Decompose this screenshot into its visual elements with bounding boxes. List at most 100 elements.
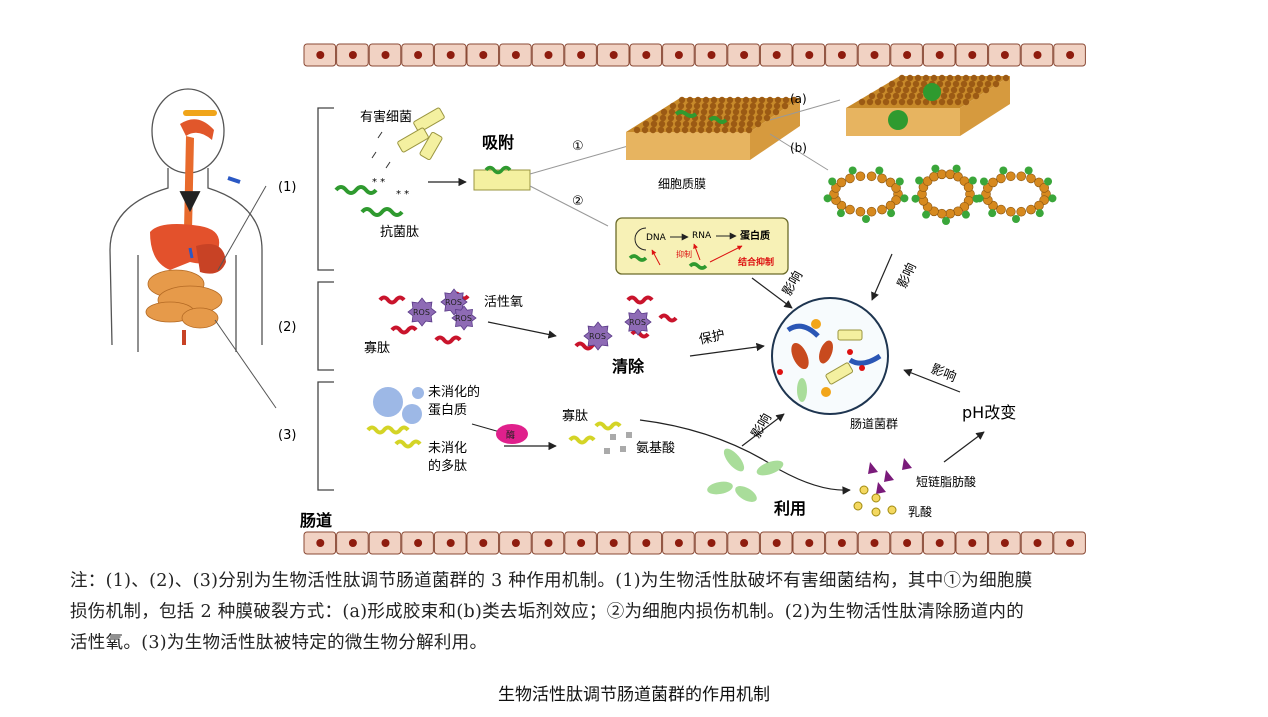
cell-nucleus: [740, 539, 749, 547]
intestine-label: 肠道: [300, 511, 332, 530]
cell-nucleus: [381, 539, 390, 547]
intracellular-damage-box: DNA RNA 蛋白质 抑制 结合抑制: [615, 217, 789, 275]
utilizing-bacteria-icon: [707, 448, 784, 502]
note-line: 损伤机制，包括 2 种膜破裂方式：(a)形成胶束和(b)类去垢剂效应；②为细胞内…: [70, 602, 1024, 622]
path-2-label: ②: [572, 194, 584, 209]
note-line: 注：(1)、(2)、(3)分别为生物活性肽调节肠道菌群的 3 种作用机制。(1)…: [70, 571, 1033, 591]
influence-label-4: 影响: [748, 411, 775, 442]
mode-b-label: (b): [790, 141, 807, 155]
cell-nucleus: [1000, 539, 1009, 547]
oligopeptide-label: 寡肽: [364, 340, 390, 356]
influence-label-2: 影响: [894, 260, 919, 290]
cell-nucleus: [511, 51, 520, 59]
ros-label: ROS: [629, 318, 646, 327]
mechanism-diagram: (1) (2) (3) 有害细菌 * * * * 抗菌肽 吸附 ① ② 细胞质膜…: [109, 43, 1086, 555]
cell-nucleus: [740, 51, 749, 59]
mechanism-label-1: (1): [278, 180, 296, 195]
cell-nucleus: [805, 51, 814, 59]
cell-nucleus: [414, 51, 423, 59]
cell-nucleus: [642, 539, 651, 547]
cell-nucleus: [479, 51, 488, 59]
ros-label: ROS: [455, 314, 472, 323]
ph-change-label: pH改变: [962, 403, 1016, 422]
ros-molecule: [583, 321, 613, 351]
cell-nucleus: [316, 51, 325, 59]
adsorbed-bacterium: [473, 169, 531, 191]
cell-nucleus: [414, 539, 423, 547]
cell-nucleus: [577, 51, 586, 59]
lactic-acid-label: 乳酸: [908, 504, 932, 519]
undigested-protein-label-1: 未消化的: [428, 384, 480, 400]
cell-nucleus: [968, 539, 977, 547]
human-body-illustration: [109, 88, 277, 409]
rna-label: RNA: [692, 231, 712, 241]
cell-nucleus: [642, 51, 651, 59]
cell-nucleus: [544, 51, 553, 59]
cell-nucleus: [772, 539, 781, 547]
cell-nucleus: [707, 539, 716, 547]
binding-inhibit-label: 结合抑制: [738, 256, 774, 268]
adsorption-label: 吸附: [482, 133, 514, 152]
intestinal-epithelium-bottom: [303, 531, 1086, 555]
cell-nucleus: [903, 51, 912, 59]
cell-nucleus: [968, 51, 977, 59]
mechanism-brackets: [317, 107, 334, 491]
ros-label: ROS: [589, 332, 606, 341]
inhibit-label: 抑制: [676, 249, 692, 259]
dna-label: DNA: [646, 233, 667, 243]
cell-nucleus: [674, 51, 683, 59]
cell-nucleus: [446, 51, 455, 59]
cell-nucleus: [805, 539, 814, 547]
cell-nucleus: [1066, 51, 1075, 59]
note-line: 活性氧。(3)为生物活性肽被特定的微生物分解利用。: [70, 633, 488, 653]
scfa-icon: [868, 458, 912, 494]
cell-nucleus: [935, 539, 944, 547]
cell-nucleus: [479, 539, 488, 547]
cell-nucleus: [837, 51, 846, 59]
cell-nucleus: [609, 51, 618, 59]
cell-nucleus: [577, 539, 586, 547]
cell-nucleus: [316, 539, 325, 547]
ros-molecule: [407, 297, 437, 327]
protein-label: 蛋白质: [740, 229, 770, 242]
cell-nucleus: [935, 51, 944, 59]
cell-membrane-label: 细胞质膜: [658, 177, 706, 191]
micelle-membrane-illustration: [846, 74, 1010, 136]
antimicrobial-peptide-icon: * * * *: [334, 177, 409, 217]
cell-nucleus: [707, 51, 716, 59]
cell-nucleus: [870, 539, 879, 547]
cell-nucleus: [348, 539, 357, 547]
lactic-acid-icon: [853, 485, 897, 517]
gut-microbiota-label: 肠道菌群: [850, 417, 898, 431]
clearance-label: 清除: [612, 357, 645, 376]
harmful-bacteria-icon: [397, 107, 445, 161]
cell-nucleus: [772, 51, 781, 59]
protection-label: 保护: [698, 328, 727, 348]
cell-nucleus: [1000, 51, 1009, 59]
mode-a-label: (a): [790, 92, 807, 106]
scfa-label: 短链脂肪酸: [916, 474, 976, 489]
mechanism-label-2: (2): [278, 320, 296, 335]
harmful-bacteria-label: 有害细菌: [360, 109, 412, 125]
ros-molecule: [451, 305, 477, 331]
cell-nucleus: [837, 539, 846, 547]
utilization-label: 利用: [774, 499, 806, 518]
cell-nucleus: [446, 539, 455, 547]
gut-microbiota-illustration: [771, 297, 889, 415]
oligopeptide-label-2: 寡肽: [562, 408, 588, 424]
amino-acid-label: 氨基酸: [636, 441, 675, 456]
antimicrobial-peptide-label: 抗菌肽: [380, 225, 419, 240]
cell-nucleus: [381, 51, 390, 59]
undigested-protein-icon: [373, 387, 424, 424]
ros-label: ROS: [445, 298, 462, 307]
cell-nucleus: [903, 539, 912, 547]
detergent-effect-illustration: [823, 164, 1057, 225]
enzyme-icon: [496, 424, 528, 444]
cell-nucleus: [1066, 539, 1075, 547]
svg-text:* *: * *: [372, 177, 385, 188]
cell-nucleus: [511, 539, 520, 547]
ros-molecule: [624, 308, 652, 336]
cell-membrane-illustration: [626, 96, 800, 160]
ros-label: ROS: [413, 308, 430, 317]
figure-caption: 生物活性肽调节肠道菌群的作用机制: [498, 685, 770, 705]
